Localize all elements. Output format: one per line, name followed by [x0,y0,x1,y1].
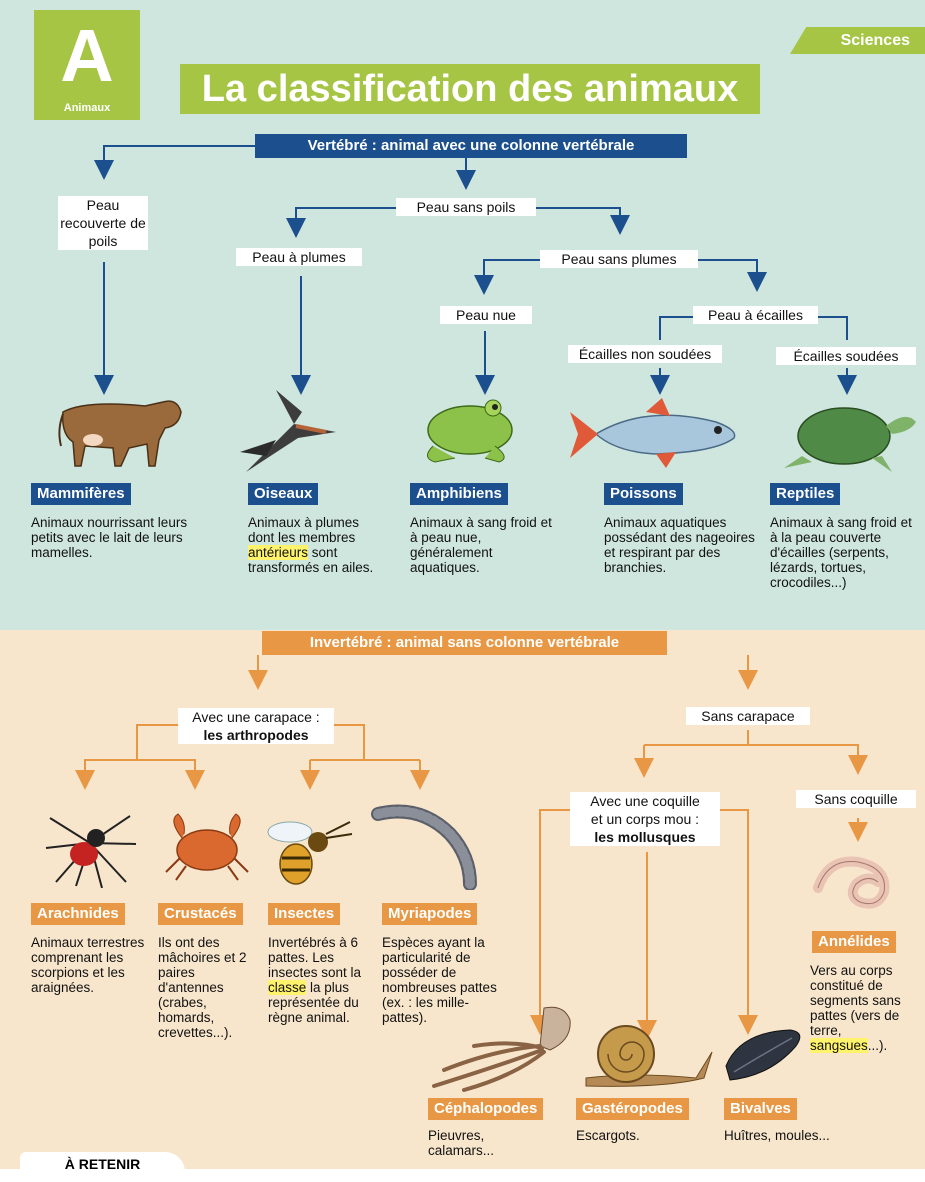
group-desc-annelides: Vers au corps constitué de segments sans… [810,963,920,1053]
retenir-tab: À RETENIR [20,1152,185,1182]
group-label-poissons: Poissons [604,483,683,505]
category-label: Sciences [841,27,910,54]
node-avec-coquille-line1: Avec une coquille [570,792,720,810]
group-desc-arachnides: Animaux terrestres comprenant les scorpi… [31,935,156,995]
bee-illustration [260,808,360,888]
group-label-cephalopodes: Céphalopodes [428,1098,543,1120]
node-ecailles-soudees: Écailles soudées [776,347,916,365]
vertebrate-banner: Vertébré : animal avec une colonne verté… [255,134,687,158]
worm-illustration [808,838,908,918]
group-label-myriapodes: Myriapodes [382,903,477,925]
group-label-amphibiens: Amphibiens [410,483,508,505]
page-title: La classification des animaux [180,64,760,114]
group-label-reptiles: Reptiles [770,483,840,505]
node-peau-sans-poils: Peau sans poils [396,198,536,216]
node-peau-nue: Peau nue [440,306,532,324]
frog-illustration [415,392,525,467]
section-letter-badge: A Animaux [34,10,140,120]
node-sans-carapace: Sans carapace [686,707,810,725]
group-desc-amphibiens: Animaux à sang froid et à peau nue, géné… [410,515,560,575]
node-avec-coquille-line2: et un corps mou : [570,810,720,828]
node-avec-carapace-line2: les arthropodes [178,726,334,744]
snail-illustration [576,1016,716,1091]
node-avec-coquille-line3: les mollusques [570,828,720,846]
category-tag: Sciences [790,27,925,54]
section-letter: A [34,16,140,96]
group-desc-crustaces: Ils ont des mâchoires et 2 paires d'ante… [158,935,258,1040]
invertebrate-banner: Invertébré : animal sans colonne vertébr… [262,631,667,655]
group-desc-oiseaux: Animaux à plumes dont les membres antéri… [248,515,388,575]
group-label-bivalves: Bivalves [724,1098,797,1120]
group-desc-gasteropodes: Escargots. [576,1128,696,1143]
node-peau-sans-plumes: Peau sans plumes [540,250,698,268]
node-avec-carapace: Avec une carapace : les arthropodes [178,708,334,744]
swallow-illustration [236,382,346,482]
group-label-crustaces: Crustacés [158,903,243,925]
node-peau-plumes: Peau à plumes [236,248,362,266]
group-desc-mammiferes: Animaux nourrissant leurs petits avec le… [31,515,196,560]
node-sans-coquille: Sans coquille [796,790,916,808]
spider-illustration [40,798,140,888]
group-label-annelides: Annélides [812,931,896,953]
node-peau-poils: Peau recouverte de poils [58,196,148,250]
group-desc-myriapodes: Espèces ayant la particularité de posséd… [382,935,504,1025]
millipede-illustration [370,800,480,890]
group-desc-cephalopodes: Pieuvres, calamars... [428,1128,548,1158]
group-label-insectes: Insectes [268,903,340,925]
group-desc-bivalves: Huîtres, moules... [724,1128,874,1143]
turtle-illustration [782,396,922,476]
group-label-mammiferes: Mammifères [31,483,131,505]
group-desc-poissons: Animaux aquatiques possédant des nageoir… [604,515,764,575]
node-avec-carapace-line1: Avec une carapace : [178,708,334,726]
mussel-illustration [720,1026,810,1086]
crab-illustration [162,810,252,885]
fish-illustration [566,396,746,471]
group-desc-insectes: Invertébrés à 6 pattes. Les insectes son… [268,935,376,1025]
node-peau-ecailles: Peau à écailles [693,306,818,324]
cow-illustration [55,390,185,475]
node-avec-coquille: Avec une coquille et un corps mou : les … [570,792,720,846]
group-desc-reptiles: Animaux à sang froid et à la peau couver… [770,515,922,590]
group-label-oiseaux: Oiseaux [248,483,318,505]
group-label-gasteropodes: Gastéropodes [576,1098,689,1120]
node-ecailles-non-soudees: Écailles non soudées [568,345,722,363]
section-letter-caption: Animaux [34,102,140,114]
group-label-arachnides: Arachnides [31,903,125,925]
